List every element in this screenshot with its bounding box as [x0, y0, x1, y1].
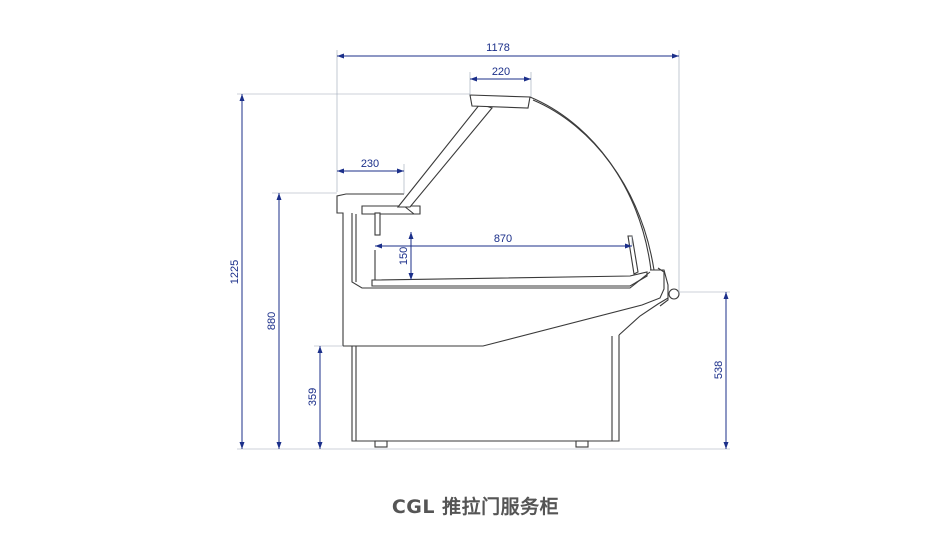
front-lower-panel: [618, 297, 669, 336]
extension-lines: [237, 50, 730, 450]
front-glass-post: [627, 235, 639, 275]
rear-foot: [374, 440, 388, 448]
front-rail: [650, 269, 669, 307]
rear-shelf: [361, 205, 421, 215]
cabinet-outline: [336, 94, 680, 448]
rear-post: [374, 212, 381, 236]
front-foot: [575, 440, 589, 448]
display-deck: [371, 271, 648, 287]
dim-label-total-height: 1225: [229, 260, 241, 284]
dimension-labels: 1178 220 230 870 150 1225 880 359 538: [229, 42, 725, 406]
base-cabinet: [351, 335, 620, 442]
dim-label-display-height: 150: [398, 247, 410, 265]
dim-label-overall-depth: 1178: [486, 42, 510, 54]
top-canopy: [469, 94, 531, 109]
dim-label-base-height: 359: [307, 388, 319, 406]
product-caption: CGL 推拉门服务柜: [391, 496, 560, 518]
dim-label-rear-shelf-depth: 230: [361, 158, 379, 170]
front-rail-knob: [668, 288, 680, 300]
upper-body: [336, 193, 665, 347]
dimension-lines: [239, 53, 729, 449]
dim-label-canopy-depth: 220: [492, 66, 510, 78]
dim-label-front-sill-height: 538: [713, 361, 725, 379]
dim-label-display-depth: 870: [494, 233, 512, 245]
dim-label-counter-height: 880: [266, 312, 278, 330]
canopy-arm: [396, 103, 493, 208]
